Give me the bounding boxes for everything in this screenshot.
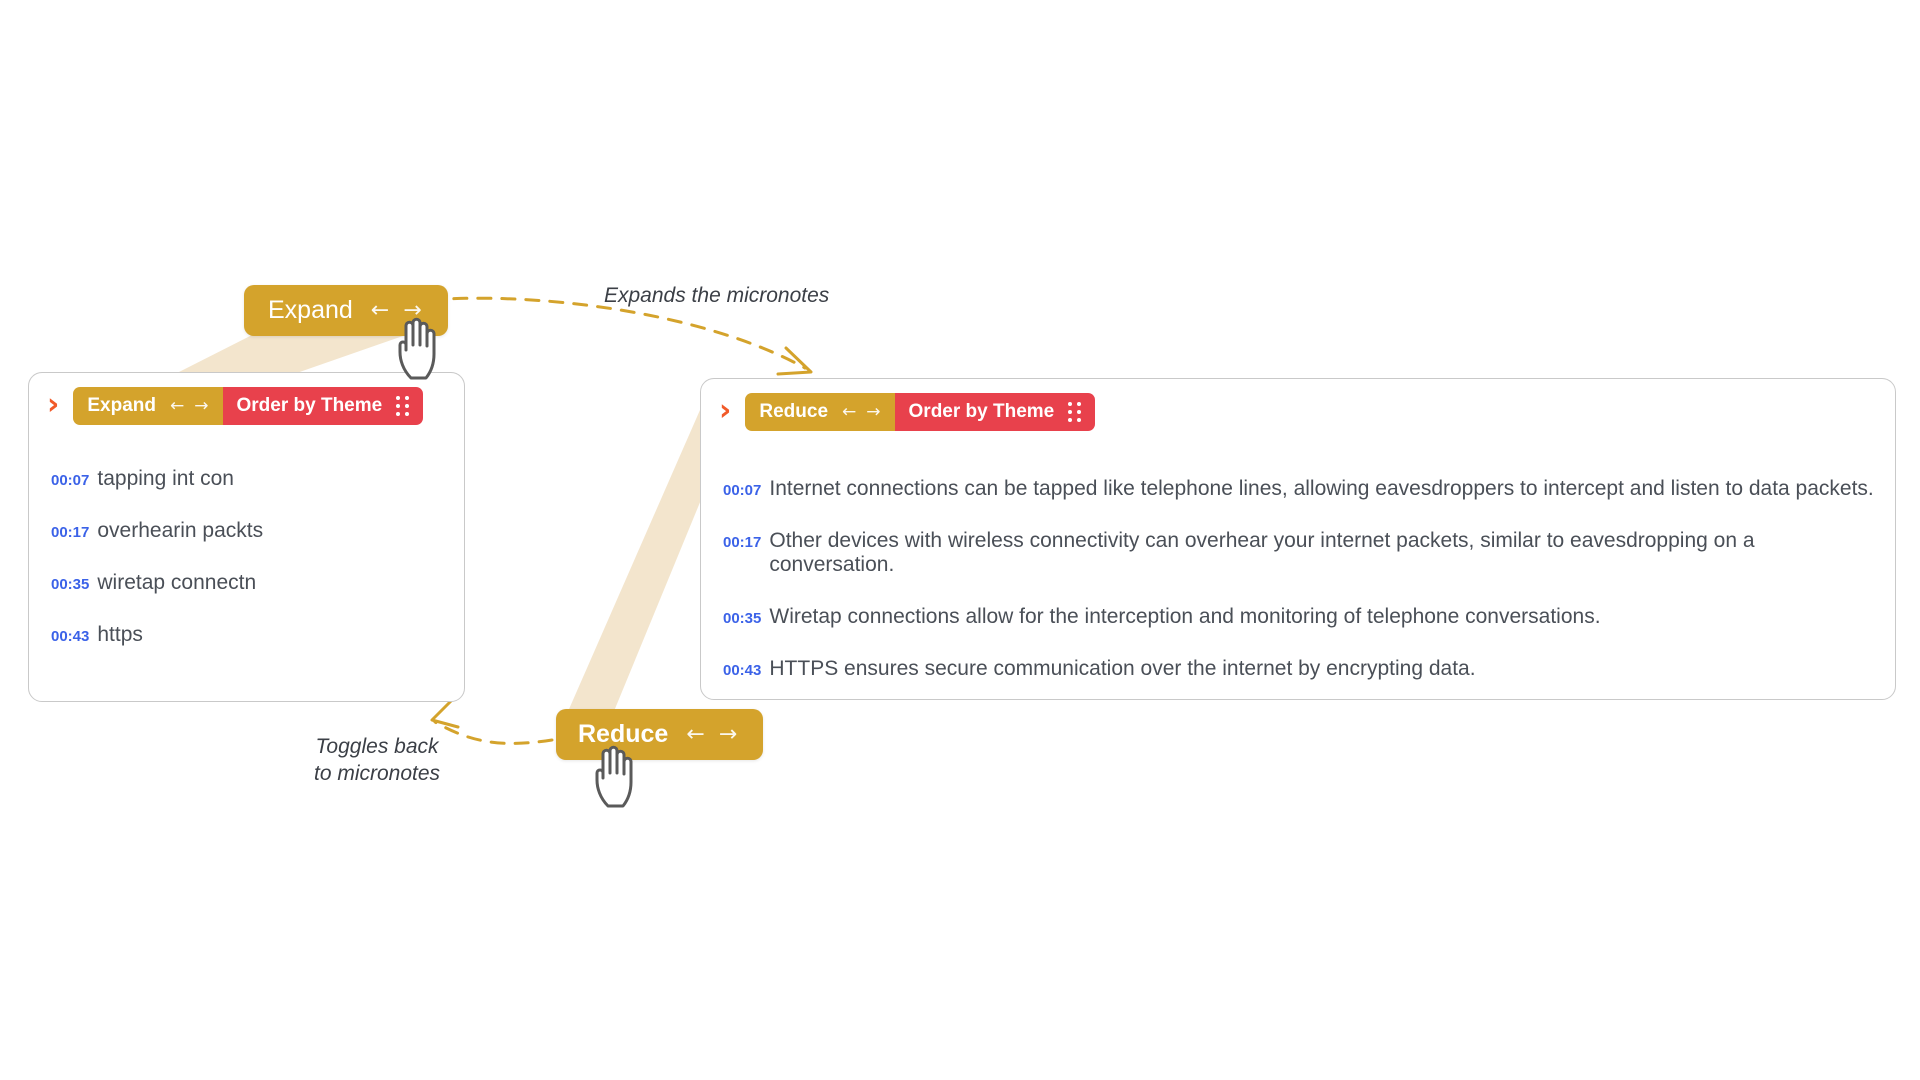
note-text: Wiretap connections allow for the interc…	[769, 605, 1601, 628]
note-text: overhearin packts	[97, 519, 264, 542]
annotation-arrowhead-toggles	[430, 696, 460, 729]
annotation-toggles-label: Toggles back to micronotes	[314, 735, 441, 786]
order-by-theme-label: Order by Theme	[908, 401, 1055, 422]
micronotes-toolbar: › Expand ← → Order by Theme	[29, 373, 464, 425]
micronotes-list: 00:07 tapping int con 00:17 overhearin p…	[29, 425, 464, 647]
list-item[interactable]: 00:43 https	[51, 623, 444, 647]
note-timestamp: 00:07	[51, 472, 90, 489]
expanded-notes-toolbar: › Reduce ← → Order by Theme	[701, 379, 1895, 431]
list-item[interactable]: 00:35 wiretap connectn	[51, 571, 444, 595]
reduce-button-label: Reduce	[759, 401, 829, 422]
note-text: https	[97, 623, 143, 646]
chevron-right-icon[interactable]: ›	[719, 392, 732, 428]
note-timestamp: 00:43	[723, 662, 762, 679]
reduce-button-arrows: ← →	[842, 402, 881, 422]
expand-button-arrows: ← →	[170, 396, 209, 416]
callout-expand-label: Expand	[268, 296, 353, 324]
micronotes-panel: › Expand ← → Order by Theme 00:07 tappin…	[28, 372, 465, 702]
list-item[interactable]: 00:07 tapping int con	[51, 467, 444, 491]
arrow-left-icon[interactable]: ←	[842, 402, 857, 422]
list-item[interactable]: 00:43 HTTPS ensures secure communication…	[723, 657, 1875, 681]
callout-reduce-arrows: ← →	[686, 722, 737, 747]
note-text: tapping int con	[97, 467, 234, 490]
note-text: Other devices with wireless connectivity…	[769, 529, 1755, 576]
chevron-right-icon[interactable]: ›	[47, 386, 60, 422]
note-text: wiretap connectn	[97, 571, 257, 594]
expand-button-label: Expand	[87, 395, 156, 416]
arrow-right-icon[interactable]: →	[194, 396, 209, 416]
drag-handle-dots-icon[interactable]	[1068, 402, 1082, 422]
note-timestamp: 00:07	[723, 482, 762, 499]
list-item[interactable]: 00:17 Other devices with wireless connec…	[723, 529, 1875, 577]
list-item[interactable]: 00:17 overhearin packts	[51, 519, 444, 543]
callout-expand-arrows: ← →	[371, 298, 422, 323]
annotation-arrow-toggles	[433, 720, 554, 745]
order-by-theme-button[interactable]: Order by Theme	[222, 387, 424, 425]
list-item[interactable]: 00:35 Wiretap connections allow for the …	[723, 605, 1875, 629]
expanded-notes-list: 00:07 Internet connections can be tapped…	[701, 431, 1895, 681]
arrow-right-icon[interactable]: →	[718, 722, 738, 747]
note-timestamp: 00:35	[51, 576, 90, 593]
arrow-left-icon[interactable]: ←	[686, 722, 705, 747]
callout-expand-button[interactable]: Expand ← →	[244, 285, 448, 336]
arrow-right-icon[interactable]: →	[403, 298, 422, 323]
expand-button[interactable]: Expand ← →	[73, 387, 223, 425]
note-timestamp: 00:35	[723, 610, 762, 627]
reduce-button[interactable]: Reduce ← →	[745, 393, 895, 431]
order-by-theme-label: Order by Theme	[236, 395, 383, 416]
note-timestamp: 00:17	[723, 534, 762, 551]
arrow-right-icon[interactable]: →	[866, 402, 881, 422]
arrow-left-icon[interactable]: ←	[170, 396, 185, 416]
callout-reduce-label: Reduce	[578, 720, 669, 748]
note-timestamp: 00:17	[51, 524, 90, 541]
note-text: HTTPS ensures secure communication over …	[769, 657, 1476, 680]
callout-reduce-button[interactable]: Reduce ← →	[556, 709, 764, 760]
drag-handle-dots-icon[interactable]	[396, 396, 410, 416]
expanded-notes-panel: › Reduce ← → Order by Theme 00:07 Intern…	[700, 378, 1896, 700]
order-by-theme-button[interactable]: Order by Theme	[894, 393, 1096, 431]
annotation-expands-label: Expands the micronotes	[604, 284, 830, 307]
note-text: Internet connections can be tapped like …	[769, 477, 1874, 500]
note-timestamp: 00:43	[51, 628, 90, 645]
arrow-left-icon[interactable]: ←	[370, 298, 390, 323]
annotation-arrowhead-expands	[776, 346, 813, 376]
list-item[interactable]: 00:07 Internet connections can be tapped…	[723, 477, 1875, 501]
